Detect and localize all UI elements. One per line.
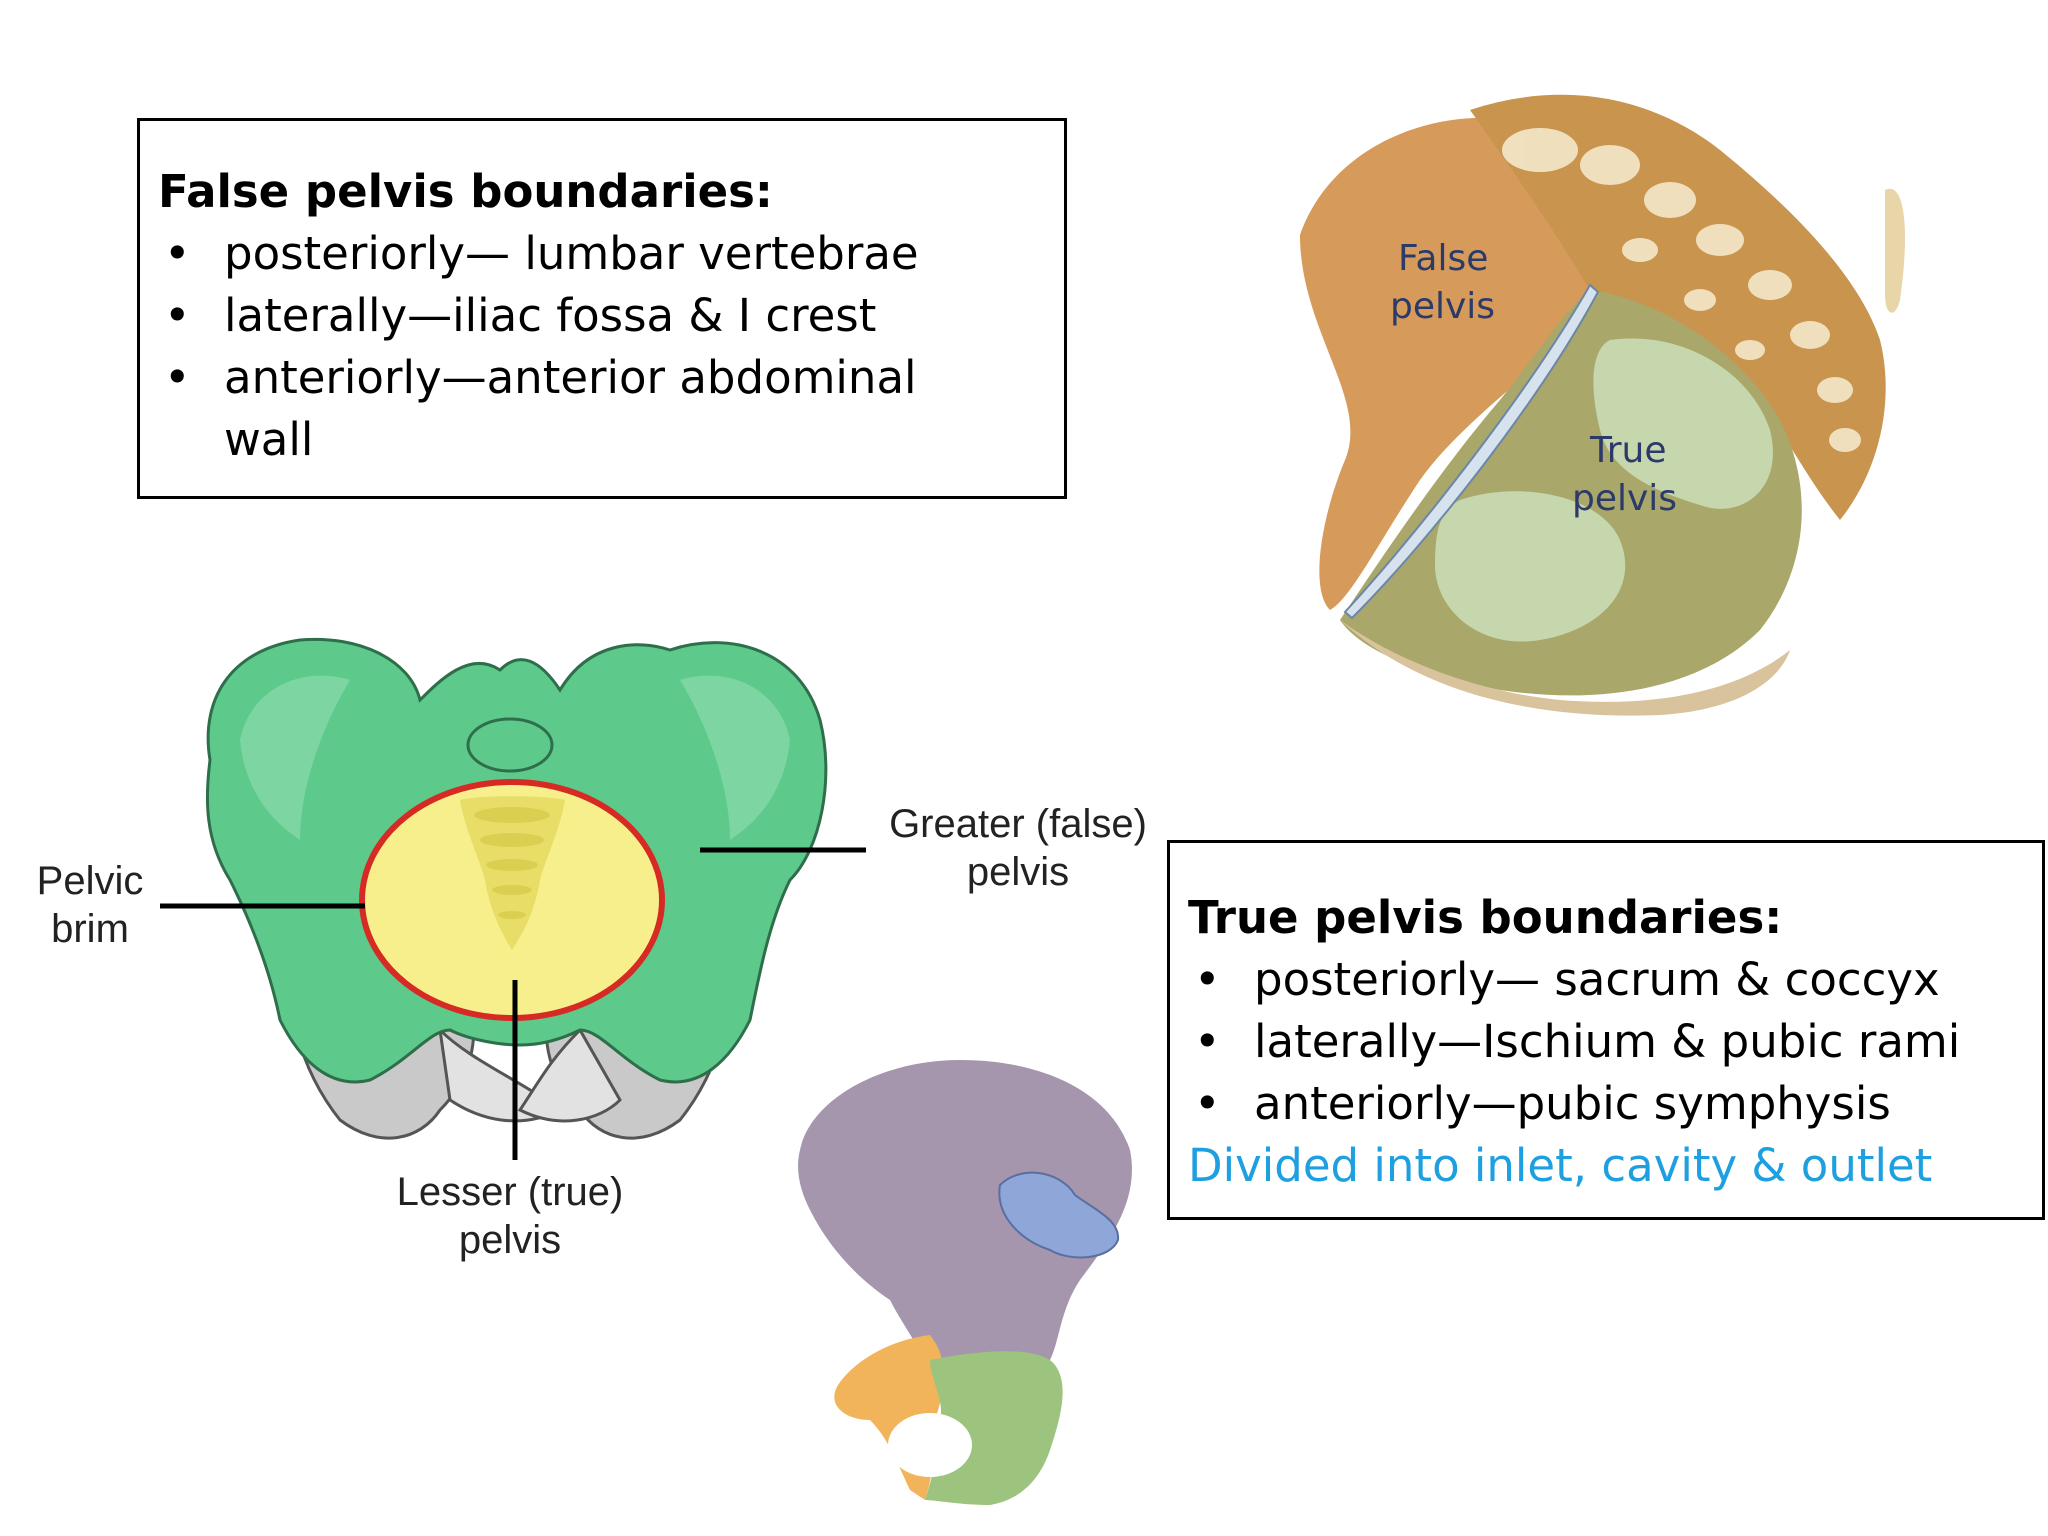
list-item-text: anteriorly—pubic symphysis (1254, 1077, 1891, 1130)
front-pelvis-figure (160, 637, 866, 1160)
acetabulum-region (998, 1171, 1120, 1259)
true-pelvis-inset-label-1: True (1589, 430, 1666, 471)
list-item: • anteriorly—anterior abdominal wall (158, 347, 1064, 471)
sacrum-region (1470, 94, 1886, 520)
bullet: • (164, 289, 191, 342)
true-pelvis-inset-label-2: pelvis (1572, 478, 1677, 519)
lesser-pelvis-label-line-2: pelvis (458, 1218, 562, 1262)
bullet: • (164, 227, 191, 280)
list-item: • posteriorly— lumbar vertebrae (158, 223, 1064, 285)
lesser-pelvis-label: Lesser (true) pelvis (370, 1168, 650, 1264)
true-pelvis-list: • posteriorly— sacrum & coccyx • laterally… (1188, 949, 2042, 1135)
hip-bone-figure (798, 1060, 1132, 1505)
list-item-text: posteriorly— lumbar vertebrae (224, 227, 919, 280)
sagittal-pelvis-figure: False pelvis True pelvis (1295, 55, 1905, 716)
divided-into-note: Divided into inlet, cavity & outlet (1188, 1139, 1933, 1192)
list-item-text: anteriorly—anterior abdominal wall (224, 351, 917, 466)
list-item: • anteriorly—pubic symphysis (1188, 1073, 2042, 1135)
list-item: • laterally—Ischium & pubic rami (1188, 1011, 2042, 1073)
pelvic-brim-label-line-1: Pelvic (36, 859, 144, 903)
pelvic-brim-label-line-2: brim (51, 907, 129, 951)
false-pelvis-boundaries-box: False pelvis boundaries: • posteriorly— l… (137, 118, 1067, 499)
pelvic-brim-label: Pelvic brim (30, 857, 150, 953)
bullet: • (164, 351, 191, 404)
true-pelvis-boundaries-box: True pelvis boundaries: • posteriorly— sa… (1167, 840, 2045, 1220)
false-pelvis-inset-label-1: False (1398, 238, 1488, 279)
bullet: • (1194, 1077, 1221, 1130)
greater-pelvis-label: Greater (false) pelvis (868, 800, 1168, 896)
ilium-region (798, 1060, 1132, 1370)
pelvic-inlet-plane (1343, 283, 1600, 620)
false-pelvis-list: • posteriorly— lumbar vertebrae • laterall… (158, 223, 1064, 471)
false-pelvis-region (1300, 117, 1598, 611)
false-pelvis-title: False pelvis boundaries: (158, 165, 773, 218)
list-item: • posteriorly— sacrum & coccyx (1188, 949, 2042, 1011)
list-item-text: posteriorly— sacrum & coccyx (1254, 953, 1940, 1006)
lesser-pelvis-label-line-1: Lesser (true) (396, 1170, 624, 1214)
false-pelvis-inset-label-2: pelvis (1390, 286, 1495, 327)
list-item-text: laterally—iliac fossa & I crest (224, 289, 877, 342)
bullet: • (1194, 953, 1221, 1006)
true-pelvis-title: True pelvis boundaries: (1188, 891, 1783, 944)
bullet: • (1194, 1015, 1221, 1068)
greater-pelvis-label-line-2: pelvis (966, 850, 1070, 894)
greater-pelvis-label-line-1: Greater (false) (889, 802, 1147, 846)
list-item-text: laterally—Ischium & pubic rami (1254, 1015, 1961, 1068)
list-item: • laterally—iliac fossa & I crest (158, 285, 1064, 347)
